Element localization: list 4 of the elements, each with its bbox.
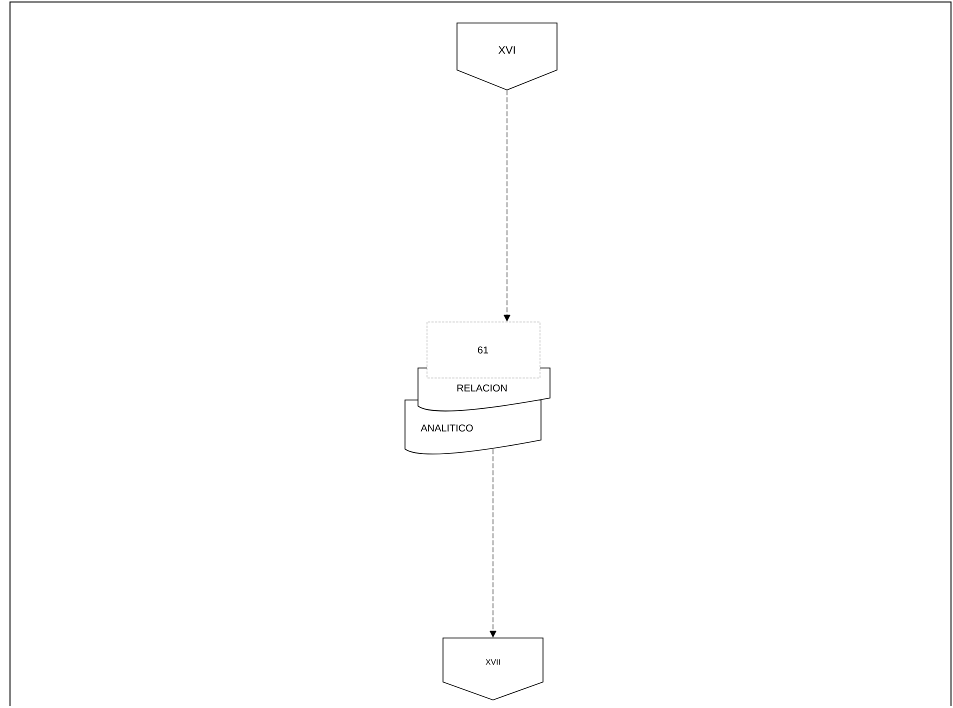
arrow <box>504 90 510 322</box>
process-box: 61 <box>426 322 540 378</box>
arrow <box>490 448 496 638</box>
off-page-connector: XVI <box>456 22 558 90</box>
